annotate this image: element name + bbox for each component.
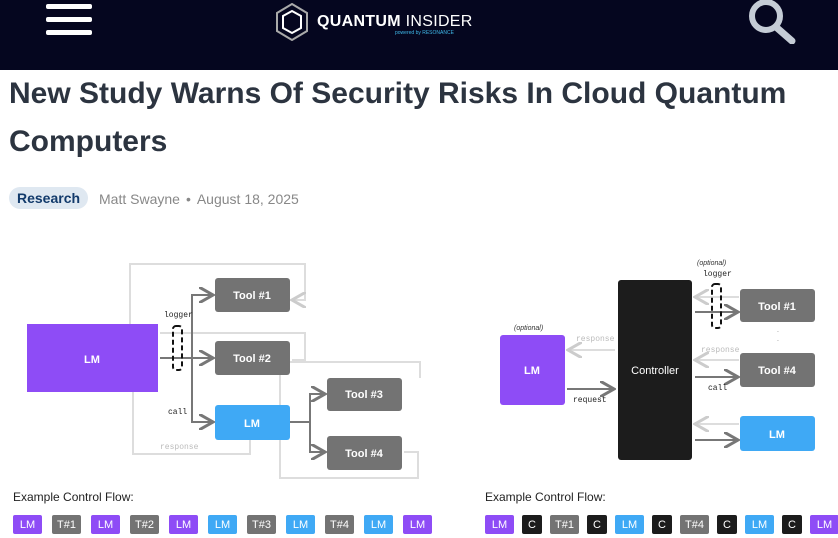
author[interactable]: Matt Swayne xyxy=(99,191,180,207)
call-label: call xyxy=(708,384,727,393)
ellipsis: · xyxy=(777,336,780,345)
flow-chip: C xyxy=(782,515,802,534)
tool1-label: Tool #1 xyxy=(758,301,796,313)
optional-label: (optional) xyxy=(697,260,726,267)
tool2-label: Tool #2 xyxy=(233,353,271,365)
lm2-label: LM xyxy=(769,429,785,441)
flow-chip: T#3 xyxy=(247,515,276,534)
flow-chip: LM xyxy=(810,515,838,534)
search-icon[interactable] xyxy=(746,0,798,44)
flow-chip: C xyxy=(652,515,672,534)
ellipsis: · xyxy=(777,327,780,336)
site-logo[interactable]: QUANTUM INSIDER xyxy=(275,3,473,41)
flow-chip: LM xyxy=(286,515,315,534)
flow-chips-right: LM C T#1 C LM C T#4 C LM C LM xyxy=(485,515,838,534)
lm2-label: LM xyxy=(244,418,260,430)
flow-chip: C xyxy=(522,515,542,534)
article-meta: Matt Swayne•August 18, 2025 xyxy=(99,191,299,207)
brand-name-bold: QUANTUM xyxy=(317,13,401,30)
response-label: response xyxy=(160,443,199,452)
lm2-box xyxy=(215,405,290,440)
flow-chip: T#1 xyxy=(550,515,579,534)
flow-chip: LM xyxy=(615,515,644,534)
flow-chip: T#4 xyxy=(325,515,354,534)
hexagon-logo-icon xyxy=(276,3,308,41)
flow-chip: LM xyxy=(13,515,42,534)
flow-chip: LM xyxy=(364,515,393,534)
controller-box xyxy=(618,280,692,460)
optional-label: (optional) xyxy=(514,325,543,332)
tool4-box xyxy=(327,436,402,470)
powered-by: powered by RESONANCE xyxy=(395,30,454,36)
flow-chip: T#4 xyxy=(680,515,709,534)
site-header: QUANTUM INSIDER powered by RESONANCE xyxy=(0,0,838,70)
flow-chip: LM xyxy=(169,515,198,534)
tool4-label: Tool #4 xyxy=(345,448,384,460)
flow-chip: T#2 xyxy=(130,515,159,534)
logger-label: logger xyxy=(164,311,193,320)
flow-chip: LM xyxy=(208,515,237,534)
left-diagram xyxy=(129,263,421,479)
lm-box xyxy=(500,335,565,405)
flow-chip: LM xyxy=(91,515,120,534)
call-label: call xyxy=(168,408,187,417)
right-diagram xyxy=(567,283,739,440)
request-label: request xyxy=(573,396,607,405)
response-label: response xyxy=(576,335,615,344)
flow-chip: LM xyxy=(745,515,774,534)
flow-label-left: Example Control Flow: xyxy=(13,490,134,504)
brand-name-light: INSIDER xyxy=(405,13,473,30)
lm-label: LM xyxy=(84,354,100,366)
lm-box xyxy=(27,324,158,392)
article-title: New Study Warns Of Security Risks In Clo… xyxy=(9,77,787,158)
lm-label: LM xyxy=(524,365,540,377)
tool3-label: Tool #3 xyxy=(345,389,383,401)
flow-chip: C xyxy=(717,515,737,534)
category-badge[interactable]: Research xyxy=(9,187,89,209)
hamburger-icon[interactable] xyxy=(46,4,92,40)
tool1-box xyxy=(740,289,815,322)
tool4-label: Tool #4 xyxy=(758,365,797,377)
tool1-box xyxy=(215,278,290,312)
flow-chip: C xyxy=(587,515,607,534)
flow-chips-left: LM T#1 LM T#2 LM LM T#3 LM T#4 LM LM xyxy=(13,515,432,534)
figure-diagrams: LM Tool #1 Tool #2 LM Tool #3 Tool #4 lo… xyxy=(27,260,815,479)
tool4-box xyxy=(740,353,815,387)
tool3-box xyxy=(327,378,402,411)
flow-label-right: Example Control Flow: xyxy=(485,490,606,504)
flow-chip: LM xyxy=(403,515,432,534)
date: August 18, 2025 xyxy=(196,191,299,207)
response-label: response xyxy=(701,346,740,355)
lm2-box xyxy=(740,416,815,451)
controller-label: Controller xyxy=(631,365,679,377)
logger-label: logger xyxy=(703,270,732,279)
tool2-box xyxy=(215,341,290,375)
tool1-label: Tool #1 xyxy=(233,290,271,302)
flow-chip: T#1 xyxy=(52,515,81,534)
flow-chip: LM xyxy=(485,515,514,534)
